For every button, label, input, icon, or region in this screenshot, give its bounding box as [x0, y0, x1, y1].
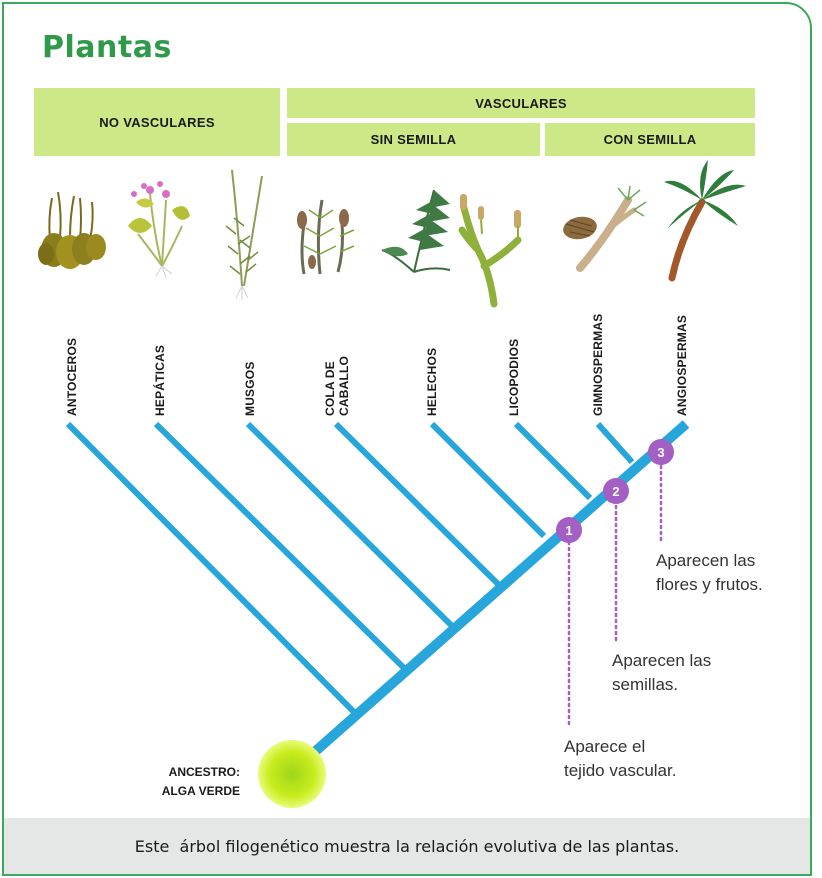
svg-text:semillas.: semillas.: [612, 675, 678, 694]
footer-caption-text: Este árbol filogenético muestra la relac…: [134, 836, 680, 856]
branch-antoceros: [65, 421, 357, 715]
header-con-semilla: CON SEMILLA: [545, 123, 755, 156]
header-vasculares: VASCULARES: [287, 88, 755, 118]
svg-text:COLA DE: COLA DE: [323, 361, 337, 416]
event-note-3: Aparecen las flores y frutos.: [656, 551, 763, 594]
phylogenetic-tree: ANTOCEROS HEPÁTICAS MUSGOS COLA DE CABAL…: [38, 160, 763, 808]
taxon-label-antoceros: ANTOCEROS: [65, 338, 79, 416]
svg-text:ANGIOSPERMAS: ANGIOSPERMAS: [675, 315, 689, 416]
svg-text:1: 1: [565, 523, 572, 538]
branch-cola-de-caballo: [333, 421, 501, 587]
svg-text:CABALLO: CABALLO: [337, 356, 351, 416]
branch-hepaticas: [153, 421, 407, 671]
palm-tree-icon: [664, 160, 746, 282]
svg-text:Aparecen las: Aparecen las: [612, 651, 711, 670]
svg-text:HELECHOS: HELECHOS: [425, 348, 439, 416]
header-no-vasculares: NO VASCULARES: [34, 88, 280, 156]
tree-trunk: [306, 420, 690, 760]
event-badge-3: 3: [648, 439, 674, 465]
horsetail-plant-icon: [297, 199, 355, 275]
event-note-1: Aparece el tejido vascular.: [564, 737, 676, 780]
svg-text:ANCESTRO:: ANCESTRO:: [169, 765, 240, 779]
pine-branch-cone-icon: [563, 185, 647, 272]
footer-caption: Este árbol filogenético muestra la relac…: [4, 818, 810, 874]
svg-text:HEPÁTICAS: HEPÁTICAS: [152, 345, 167, 416]
taxon-label-hepaticas: HEPÁTICAS: [152, 345, 167, 416]
event-badge-2: 2: [603, 478, 629, 504]
clubmoss-plant-icon: [458, 194, 522, 308]
svg-text:3: 3: [657, 445, 664, 460]
branch-helechos: [429, 421, 547, 539]
svg-text:2: 2: [612, 484, 619, 499]
taxon-label-musgos: MUSGOS: [243, 361, 257, 416]
ancestor-label: ANCESTRO: ALGA VERDE: [162, 765, 240, 798]
ancestor-alga-circle: [258, 740, 326, 808]
svg-text:LICOPODIOS: LICOPODIOS: [507, 339, 521, 416]
antoceros-plant-icon: [38, 191, 106, 269]
event-note-2: Aparecen las semillas.: [612, 651, 711, 694]
svg-text:Aparecen las: Aparecen las: [656, 551, 755, 570]
svg-text:ALGA VERDE: ALGA VERDE: [162, 784, 240, 798]
branch-musgos: [245, 421, 455, 629]
page-title: Plantas: [42, 30, 172, 65]
taxon-label-cola-de-caballo: COLA DE CABALLO: [323, 356, 351, 416]
svg-text:Aparece el: Aparece el: [564, 737, 645, 756]
hepatica-plant-icon: [128, 181, 190, 279]
fern-plant-icon: [381, 189, 451, 273]
svg-text:flores y frutos.: flores y frutos.: [656, 575, 763, 594]
taxon-label-helechos: HELECHOS: [425, 348, 439, 416]
taxon-label-angiospermas: ANGIOSPERMAS: [675, 315, 689, 416]
branch-gimnospermas: [595, 421, 635, 465]
taxon-label-licopodios: LICOPODIOS: [507, 339, 521, 416]
moss-plant-icon: [225, 169, 263, 300]
svg-text:MUSGOS: MUSGOS: [243, 361, 257, 416]
branch-licopodios: [513, 421, 593, 501]
event-badge-1: 1: [556, 517, 582, 543]
svg-text:GIMNOSPERMAS: GIMNOSPERMAS: [591, 314, 605, 416]
header-sin-semilla: SIN SEMILLA: [287, 123, 540, 156]
svg-text:ANTOCEROS: ANTOCEROS: [65, 338, 79, 416]
svg-text:tejido vascular.: tejido vascular.: [564, 761, 676, 780]
taxon-label-gimnospermas: GIMNOSPERMAS: [591, 314, 605, 416]
